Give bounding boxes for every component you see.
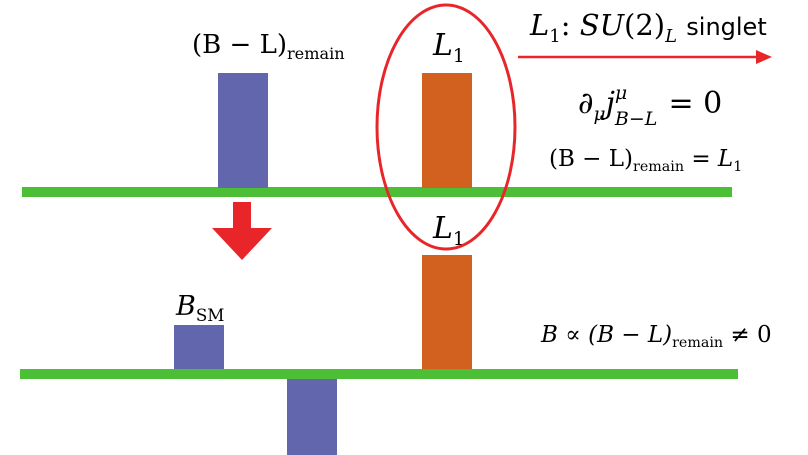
baryon-relation-label: B ∝ (B − L)remain ≠ 0 — [541, 322, 772, 352]
bl-remain-bar — [218, 73, 268, 188]
top-baseline — [22, 187, 732, 197]
bsm-bar — [174, 325, 224, 369]
l1-singlet-note: L1: SU(2)L singlet — [530, 8, 767, 47]
l1-bar-top — [422, 73, 472, 188]
l1-label-top: L1 — [433, 28, 465, 68]
l1-highlight-ellipse — [375, 3, 517, 251]
l1-label-bottom: L1 — [433, 211, 465, 251]
negative-lepton-bar — [287, 379, 337, 455]
bsm-label: BSM — [176, 291, 225, 326]
right-arrow-icon — [518, 50, 772, 64]
bottom-baseline — [20, 369, 738, 379]
remain-equals-l1-eq: (B − L)remain = L1 — [549, 146, 743, 176]
l1-bar-bottom — [422, 255, 472, 369]
bl-remain-label: (B − L)remain — [192, 30, 345, 64]
down-arrow-icon — [212, 202, 272, 260]
